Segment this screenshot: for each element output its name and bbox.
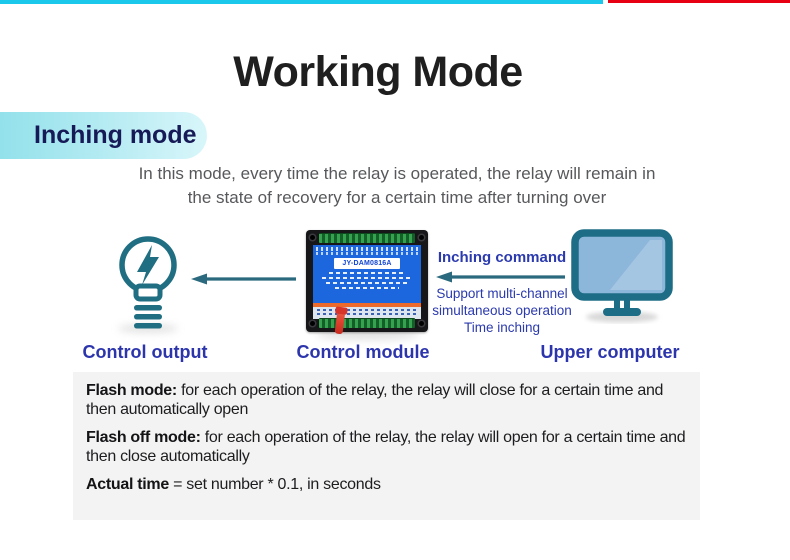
module-front-panel: JY-DAM0816A: [313, 245, 421, 303]
module-terminal-strip-top: [319, 233, 415, 243]
module-shadow: [316, 329, 420, 340]
flash-mode-note: Flash mode: for each operation of the re…: [86, 381, 687, 419]
module-screw: [310, 235, 315, 240]
module-spec-text: [329, 271, 405, 274]
module-screw: [419, 321, 424, 326]
module-terminal-labels: [316, 252, 418, 255]
support-note-line1: Support multi-channel: [436, 286, 568, 301]
module-orange-stripe: [313, 303, 421, 307]
flash-off-mode-text: for each operation of the relay, the rel…: [86, 429, 686, 465]
mode-badge: Inching mode: [0, 112, 207, 159]
flash-mode-text: for each operation of the relay, the rel…: [86, 382, 664, 418]
arrow-module-to-output: [191, 273, 296, 285]
module-screw: [419, 235, 424, 240]
relay-module-image: JY-DAM0816A: [306, 230, 428, 335]
module-model-label: JY-DAM0816A: [334, 258, 400, 269]
actual-time-text: = set number * 0.1, in seconds: [168, 476, 381, 493]
label-control-module: Control module: [296, 342, 430, 362]
module-spec-text: [325, 281, 409, 284]
computer-monitor-icon: [571, 229, 673, 323]
mode-description: In this mode, every time the relay is op…: [17, 162, 777, 210]
top-accent-bar-cyan: [0, 0, 603, 4]
flash-off-mode-note: Flash off mode: for each operation of th…: [86, 428, 687, 466]
label-upper-computer: Upper computer: [540, 342, 680, 362]
module-info-text: [317, 313, 417, 315]
module-spec-text: [334, 286, 400, 289]
lightbulb-flash-icon: [119, 236, 177, 329]
support-note: Support multi-channel simultaneous opera…: [426, 285, 578, 336]
flash-off-mode-term: Flash off mode:: [86, 429, 201, 446]
flash-mode-term: Flash mode:: [86, 382, 177, 399]
support-note-line3: Time inching: [463, 320, 541, 335]
actual-time-note: Actual time = set number * 0.1, in secon…: [86, 475, 687, 494]
mode-description-line2: the state of recovery for a certain time…: [187, 188, 607, 207]
arrow-computer-to-module: [436, 271, 565, 283]
module-spec-text: [321, 276, 413, 279]
module-terminal-strip-bottom: [319, 318, 415, 328]
page-title-wrap: Working Mode: [0, 48, 756, 97]
top-accent-bar-red: [608, 0, 790, 3]
notes-panel: Flash mode: for each operation of the re…: [73, 372, 700, 520]
page-title: Working Mode: [233, 48, 523, 96]
module-terminal-labels: [316, 247, 418, 251]
mode-description-line1: In this mode, every time the relay is op…: [138, 164, 656, 183]
inching-command-label: Inching command: [437, 249, 567, 266]
support-note-line2: simultaneous operation: [432, 303, 572, 318]
module-screw: [310, 321, 315, 326]
mode-badge-label: Inching mode: [34, 121, 197, 149]
label-control-output: Control output: [82, 342, 208, 362]
module-info-text: [317, 309, 417, 311]
actual-time-term: Actual time: [86, 476, 169, 493]
